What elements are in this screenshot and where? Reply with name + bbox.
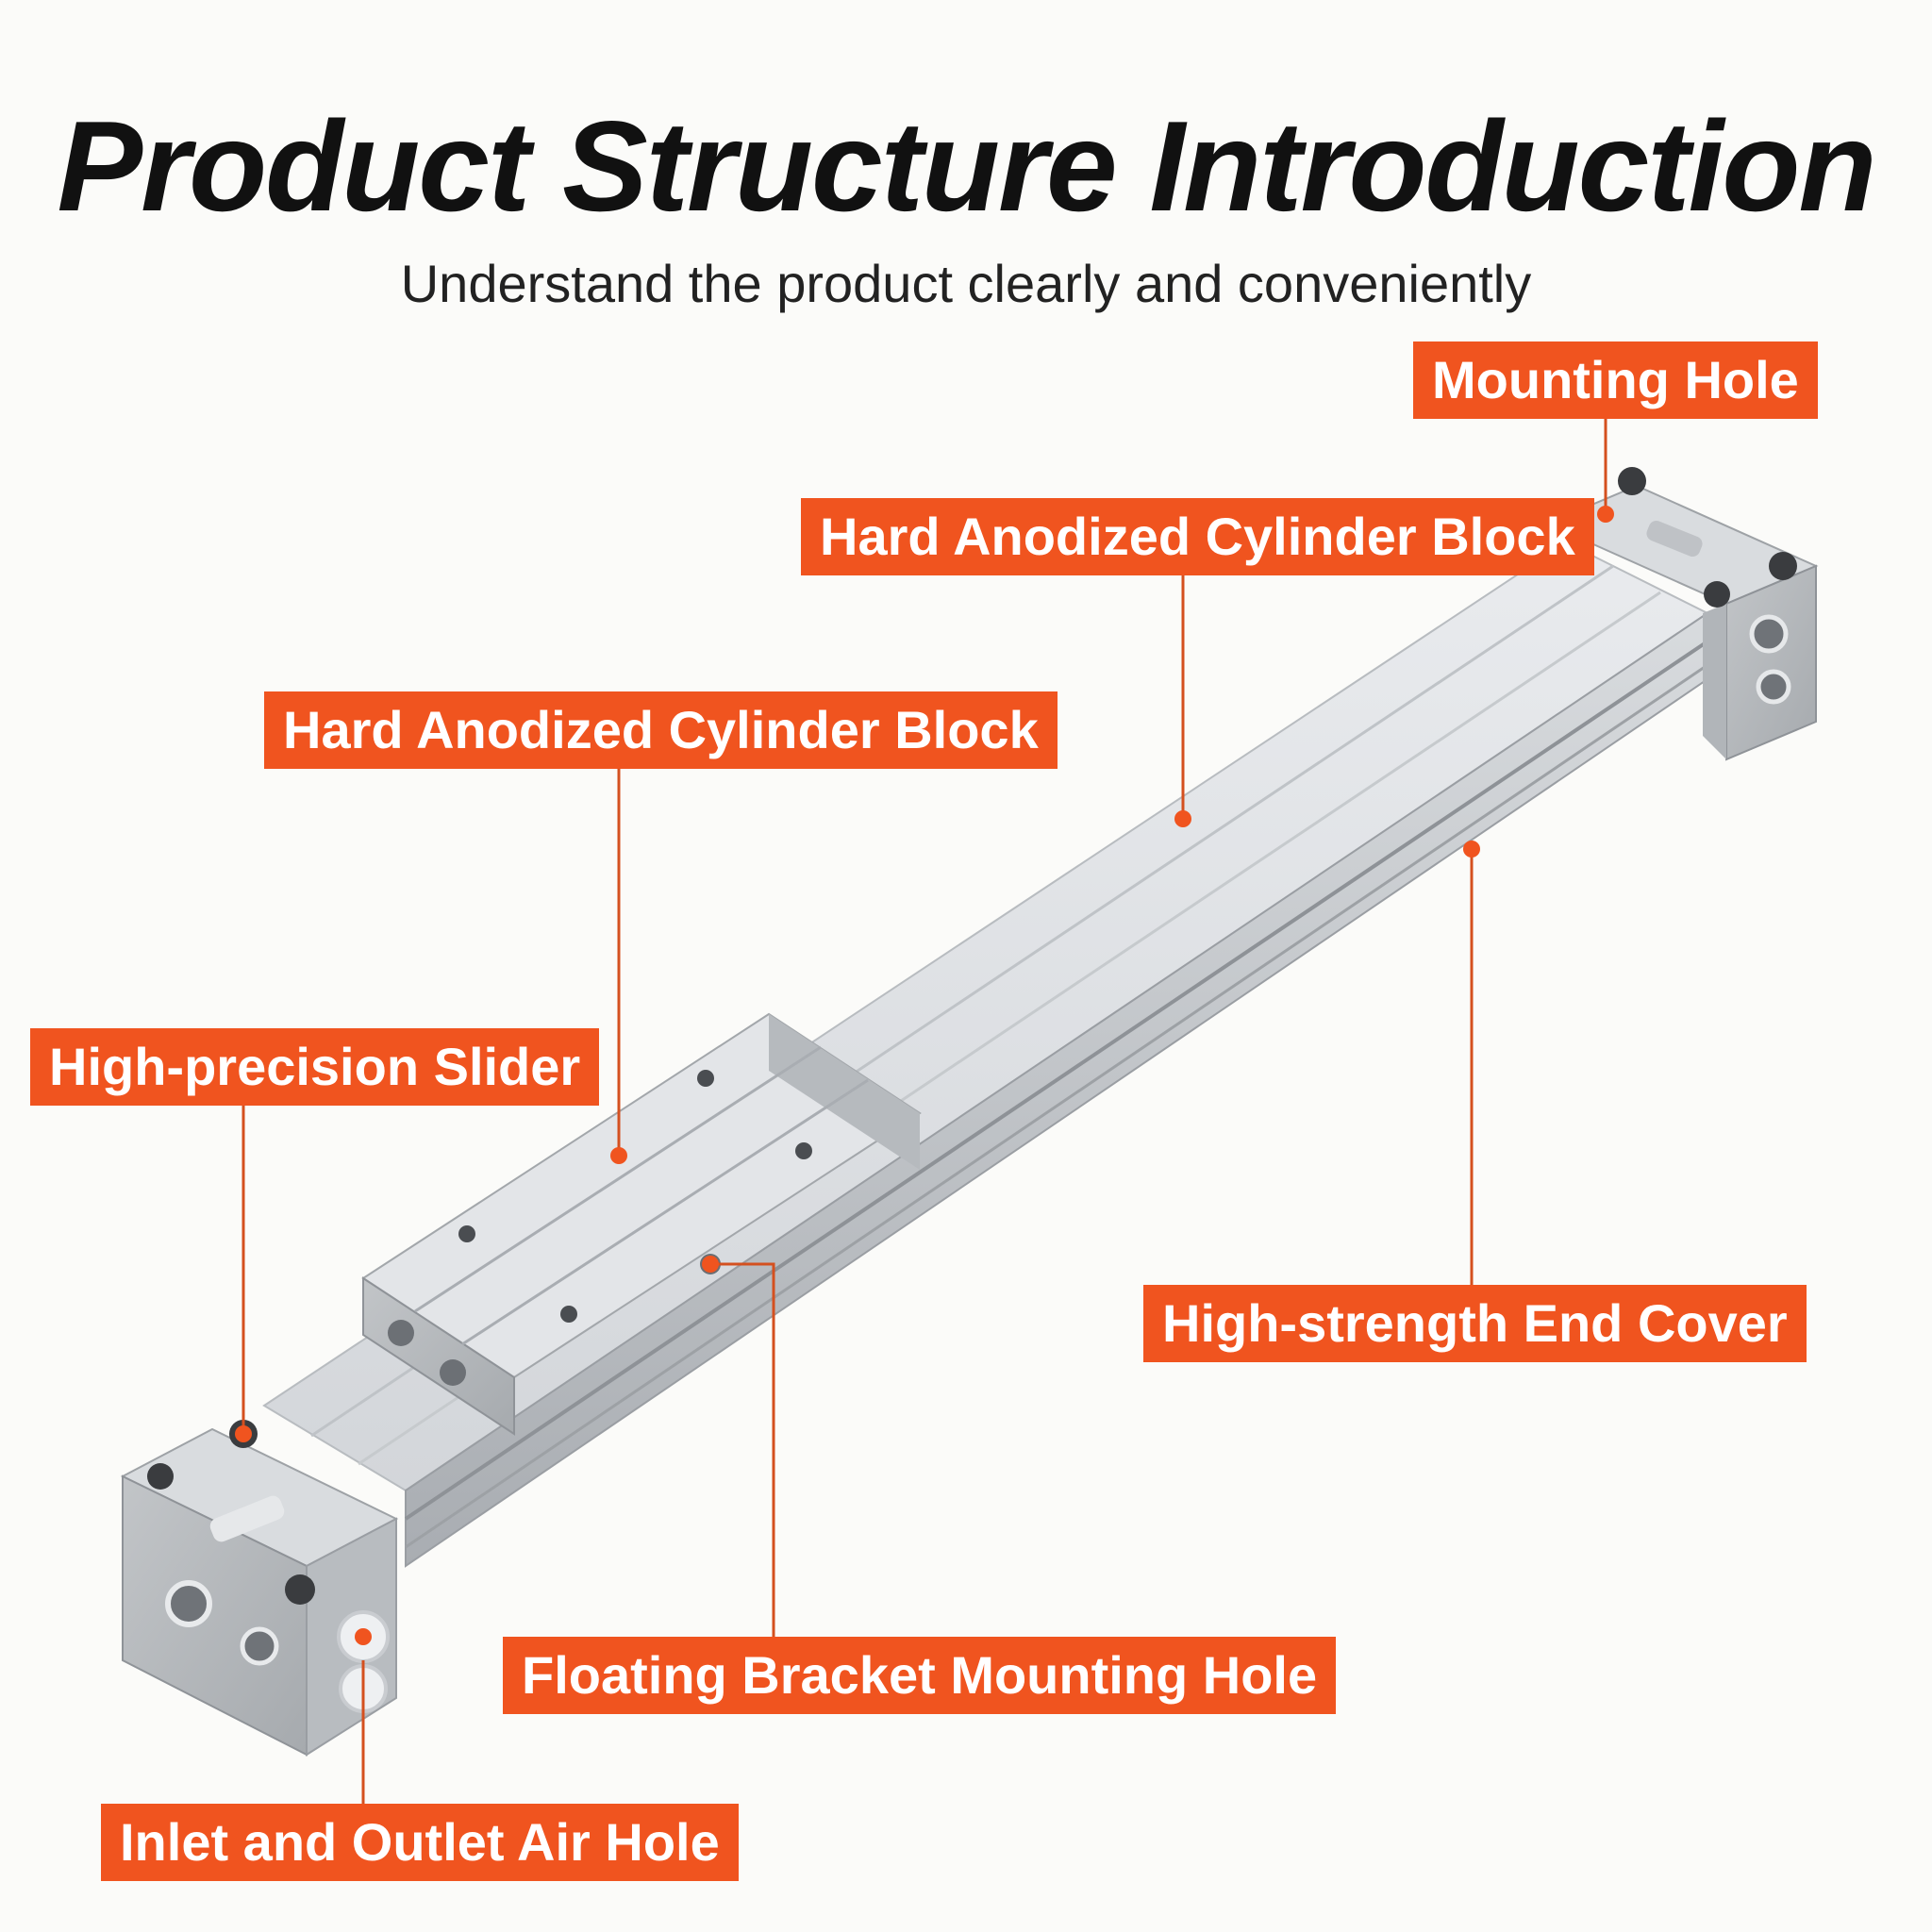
left-end-cap <box>120 1420 399 1757</box>
leader-lines <box>242 417 1607 1804</box>
callout-air-hole: Inlet and Outlet Air Hole <box>101 1804 739 1881</box>
callout-cylinder-block-top: Hard Anodized Cylinder Block <box>801 498 1594 575</box>
mounting-hole-icon <box>1618 467 1646 495</box>
callout-high-precision-slider: High-precision Slider <box>30 1028 600 1106</box>
right-end-cap <box>1544 467 1819 761</box>
page-title: Product Structure Introduction <box>57 94 1876 238</box>
callout-mounting-hole: Mounting Hole <box>1413 341 1818 419</box>
anchor-dots <box>235 506 1614 1645</box>
callout-end-cover: High-strength End Cover <box>1143 1285 1807 1362</box>
callout-cylinder-block-slider: Hard Anodized Cylinder Block <box>264 691 1058 769</box>
slider-carriage <box>361 1012 922 1436</box>
page-subtitle: Understand the product clearly and conve… <box>400 254 1532 313</box>
callout-floating-bracket: Floating Bracket Mounting Hole <box>503 1637 1337 1714</box>
